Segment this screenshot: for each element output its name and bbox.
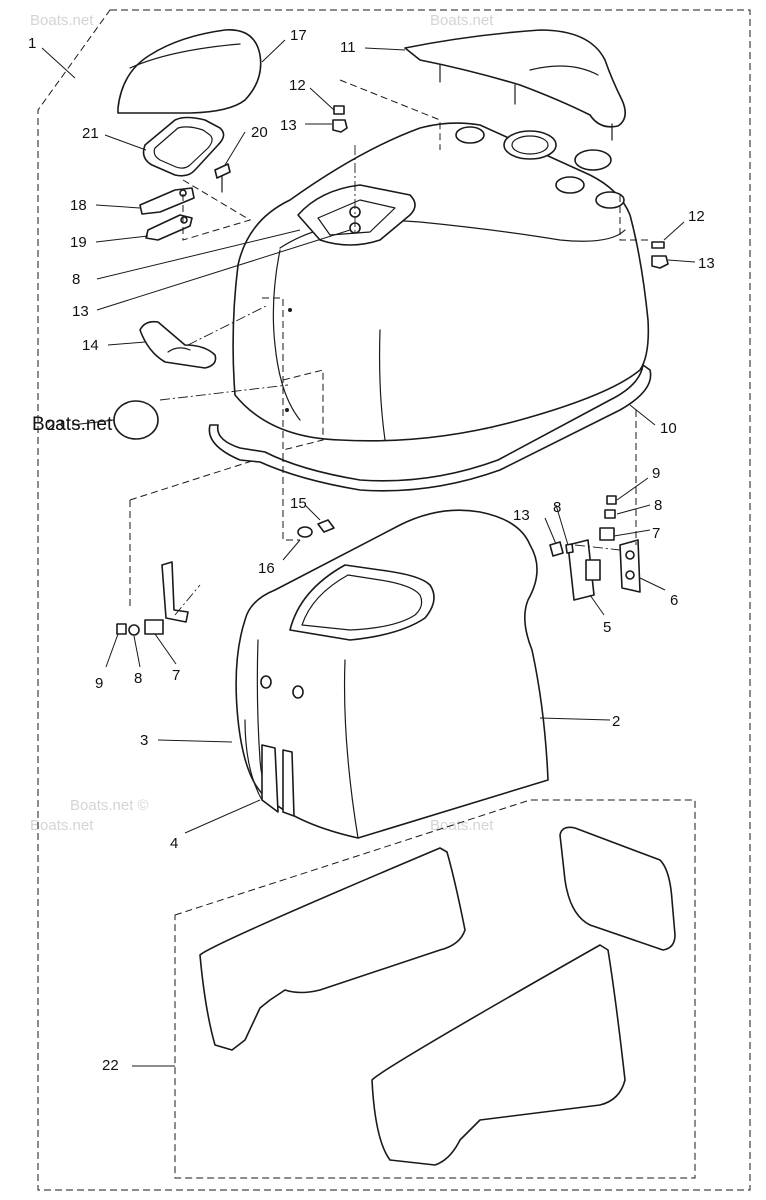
callout-9-left: 9: [95, 675, 103, 692]
callouts: 1 2 3 4 5 6 7 7 8 8 8 8 9 9 10 11 12 12 …: [28, 27, 715, 1074]
callout-8-left: 8: [134, 670, 142, 687]
callout-6: 6: [670, 592, 678, 609]
bottom-cowling: [235, 509, 549, 839]
callout-13-right: 13: [698, 255, 715, 272]
part-20-screw: [214, 163, 231, 193]
part-22-decals: [174, 799, 696, 1179]
callout-10: 10: [660, 420, 677, 437]
callout-19: 19: [70, 234, 87, 251]
callout-8-right-b: 8: [654, 497, 662, 514]
fasteners-right: [549, 495, 617, 557]
callout-12-right: 12: [688, 208, 705, 225]
callout-18: 18: [70, 197, 87, 214]
callout-16: 16: [258, 560, 275, 577]
watermark-top-right: Boats.net: [430, 12, 494, 29]
callout-8-right-a: 8: [553, 499, 561, 516]
callout-13-low: 13: [513, 507, 530, 524]
fasteners-top: [332, 105, 669, 269]
watermark-bottom-right: Boats.net: [430, 817, 494, 834]
part-17-cap: [117, 29, 262, 114]
part-11-handle: [404, 29, 626, 141]
part-10-seal: [208, 364, 652, 492]
callout-2: 2: [612, 713, 620, 730]
callout-20: 20: [251, 124, 268, 141]
part-14-plate: [139, 320, 217, 369]
callout-14: 14: [82, 337, 99, 354]
callout-9-right: 9: [652, 465, 660, 482]
part-19-latch-plate: [145, 214, 193, 241]
callout-13-mid: 13: [72, 303, 89, 320]
part-21-gasket: [142, 116, 225, 177]
callout-7-left: 7: [172, 667, 180, 684]
top-cowling: [232, 122, 650, 442]
callout-22: 22: [102, 1057, 119, 1074]
callout-5: 5: [603, 619, 611, 636]
callout-1: 1: [28, 35, 36, 52]
latch-assembly-left: [116, 561, 189, 636]
latch-assembly-right: [567, 539, 641, 601]
callout-11: 11: [340, 39, 356, 56]
watermark-lower-left: Boats.net ©: [70, 797, 149, 814]
callout-23: 23: [47, 417, 64, 434]
callout-13-top: 13: [280, 117, 297, 134]
callout-15: 15: [290, 495, 307, 512]
callout-7-right: 7: [652, 525, 660, 542]
callout-21: 21: [82, 125, 99, 142]
watermark-top-left: Boats.net: [30, 12, 94, 29]
brand-caption: Boats.net ©: [32, 414, 132, 435]
fasteners-15-16: [297, 519, 335, 538]
part-23-plug: [113, 400, 159, 440]
callout-3: 3: [140, 732, 148, 749]
alignment-lines: [129, 79, 648, 616]
callout-8-top: 8: [72, 271, 80, 288]
assembly-boundary: [37, 9, 751, 1191]
watermark-bottom-left: Boats.net: [30, 817, 94, 834]
callout-4: 4: [170, 835, 178, 852]
callout-12-top: 12: [289, 77, 306, 94]
part-18-latch: [139, 187, 195, 215]
leader-lines: [41, 39, 696, 1067]
callout-17: 17: [290, 27, 307, 44]
